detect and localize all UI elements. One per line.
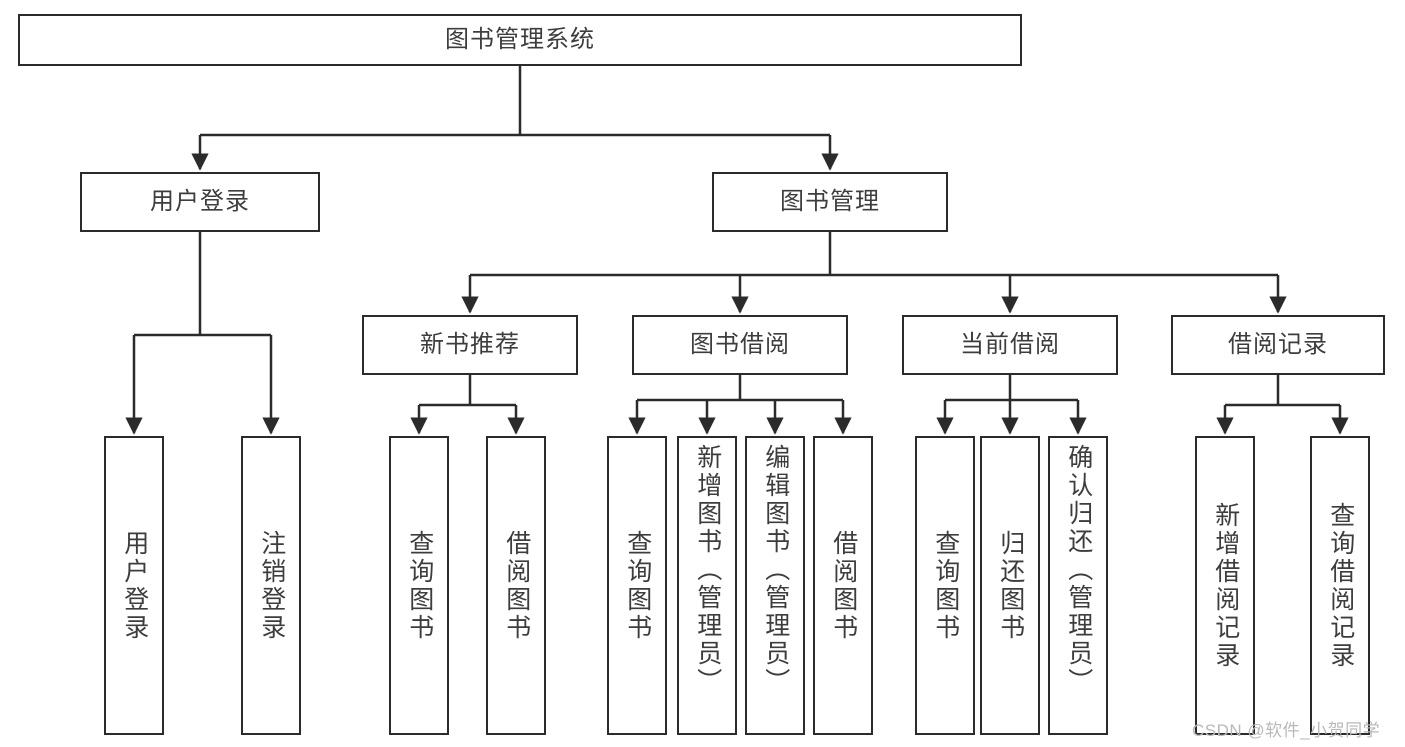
node-label: 归还图书	[996, 529, 1025, 642]
node-label: 编辑图书（管理员）	[761, 444, 790, 696]
node-label: 用户登录	[150, 188, 250, 216]
node-book-manage[interactable]: 图书管理	[712, 172, 948, 232]
node-leaf-bb-query[interactable]: 查询图书	[607, 436, 667, 735]
node-label: 借阅记录	[1228, 331, 1328, 359]
node-book-borrow[interactable]: 图书借阅	[632, 315, 848, 375]
csdn-watermark: CSDN @软件_小贺同学	[1192, 721, 1381, 740]
node-leaf-rec-borrow[interactable]: 借阅图书	[486, 436, 546, 735]
node-label: 查询图书	[623, 529, 652, 642]
node-label: 查询图书	[931, 529, 960, 642]
node-label: 图书管理	[780, 188, 880, 216]
node-leaf-bb-add[interactable]: 新增图书（管理员）	[677, 436, 737, 735]
node-leaf-rec-query[interactable]: 查询图书	[389, 436, 449, 735]
node-label: 新增图书（管理员）	[693, 444, 722, 696]
node-label: 确认归还（管理员）	[1064, 444, 1093, 696]
node-leaf-br-add[interactable]: 新增借阅记录	[1195, 436, 1255, 735]
node-leaf-br-query[interactable]: 查询借阅记录	[1310, 436, 1370, 735]
node-leaf-bb-edit[interactable]: 编辑图书（管理员）	[745, 436, 805, 735]
node-borrow-record[interactable]: 借阅记录	[1171, 315, 1385, 375]
node-label: 借阅图书	[829, 529, 858, 642]
edge-group	[125, 66, 1349, 435]
node-label: 图书管理系统	[445, 26, 595, 54]
node-leaf-bb-borrow[interactable]: 借阅图书	[813, 436, 873, 735]
node-leaf-user-login[interactable]: 用户登录	[104, 436, 164, 735]
node-label: 查询借阅记录	[1326, 501, 1355, 670]
node-new-book-rec[interactable]: 新书推荐	[362, 315, 578, 375]
node-current-borrow[interactable]: 当前借阅	[902, 315, 1118, 375]
node-leaf-cb-confirm[interactable]: 确认归还（管理员）	[1048, 436, 1108, 735]
node-leaf-cb-query[interactable]: 查询图书	[915, 436, 975, 735]
node-leaf-logout[interactable]: 注销登录	[241, 436, 301, 735]
node-label: 借阅图书	[502, 529, 531, 642]
node-user-login[interactable]: 用户登录	[80, 172, 320, 232]
node-label: 当前借阅	[960, 331, 1060, 359]
node-label: 查询图书	[405, 529, 434, 642]
node-label: 用户登录	[120, 529, 149, 642]
node-root[interactable]: 图书管理系统	[18, 14, 1022, 66]
node-label: 图书借阅	[690, 331, 790, 359]
node-label: 新书推荐	[420, 331, 520, 359]
node-leaf-cb-return[interactable]: 归还图书	[980, 436, 1040, 735]
node-label: 新增借阅记录	[1211, 501, 1240, 670]
node-label: 注销登录	[257, 529, 286, 642]
